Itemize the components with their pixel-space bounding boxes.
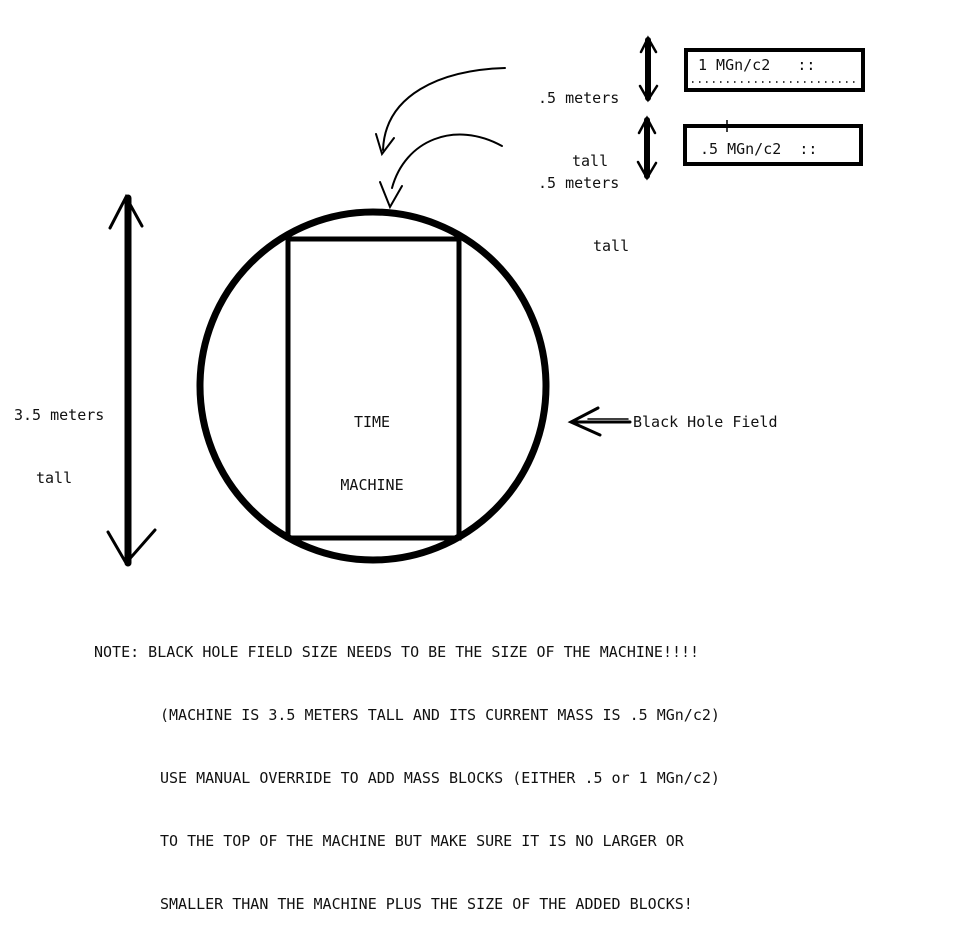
mass-block-1 (684, 48, 865, 92)
machine-height-label-line2: tall (36, 469, 73, 487)
machine-height-label: 3.5 meters tall (14, 363, 104, 510)
block-2-height-label-line1: .5 meters (538, 174, 620, 192)
note-line-2: (MACHINE IS 3.5 METERS TALL AND ITS CURR… (160, 706, 720, 724)
time-machine-label: TIME MACHINE (322, 370, 422, 517)
time-machine-box (285, 236, 462, 541)
mass-block-2-label: .5 MGn/c2 :: (700, 140, 818, 158)
diagram-canvas (106, 35, 865, 567)
block-2-height-label: .5 meters tall (538, 131, 629, 278)
machine-height-arrow (106, 193, 157, 567)
block-1-height-arrow (638, 35, 659, 103)
placement-arrow-2 (379, 133, 503, 210)
note-block: NOTE: BLACK HOLE FIELD SIZE NEEDS TO BE … (94, 600, 720, 936)
block-1-height-label-line2: tall (572, 152, 609, 170)
block-1-height-label-line1: .5 meters (538, 89, 620, 107)
block-2-height-arrow (636, 115, 658, 181)
note-line-4: TO THE TOP OF THE MACHINE BUT MAKE SURE … (160, 832, 684, 850)
note-line-3: USE MANUAL OVERRIDE TO ADD MASS BLOCKS (… (160, 769, 720, 787)
time-machine-label-line2: MACHINE (340, 476, 404, 494)
time-machine-label-line1: TIME (353, 413, 391, 431)
black-hole-field-label: Black Hole Field (633, 413, 778, 431)
mass-block-2 (683, 124, 863, 166)
block-2-height-label-line2: tall (593, 237, 630, 255)
field-pointer-arrow (567, 406, 632, 437)
mass-block-1-label: 1 MGn/c2 :: (698, 56, 816, 74)
machine-height-label-line1: 3.5 meters (14, 406, 105, 424)
black-hole-field-circle (196, 208, 550, 564)
note-line-5: SMALLER THAN THE MACHINE PLUS THE SIZE O… (160, 895, 693, 913)
note-line-1: NOTE: BLACK HOLE FIELD SIZE NEEDS TO BE … (94, 643, 700, 661)
placement-arrow-1 (375, 67, 506, 157)
block-1-height-label: .5 meters tall (538, 46, 619, 193)
